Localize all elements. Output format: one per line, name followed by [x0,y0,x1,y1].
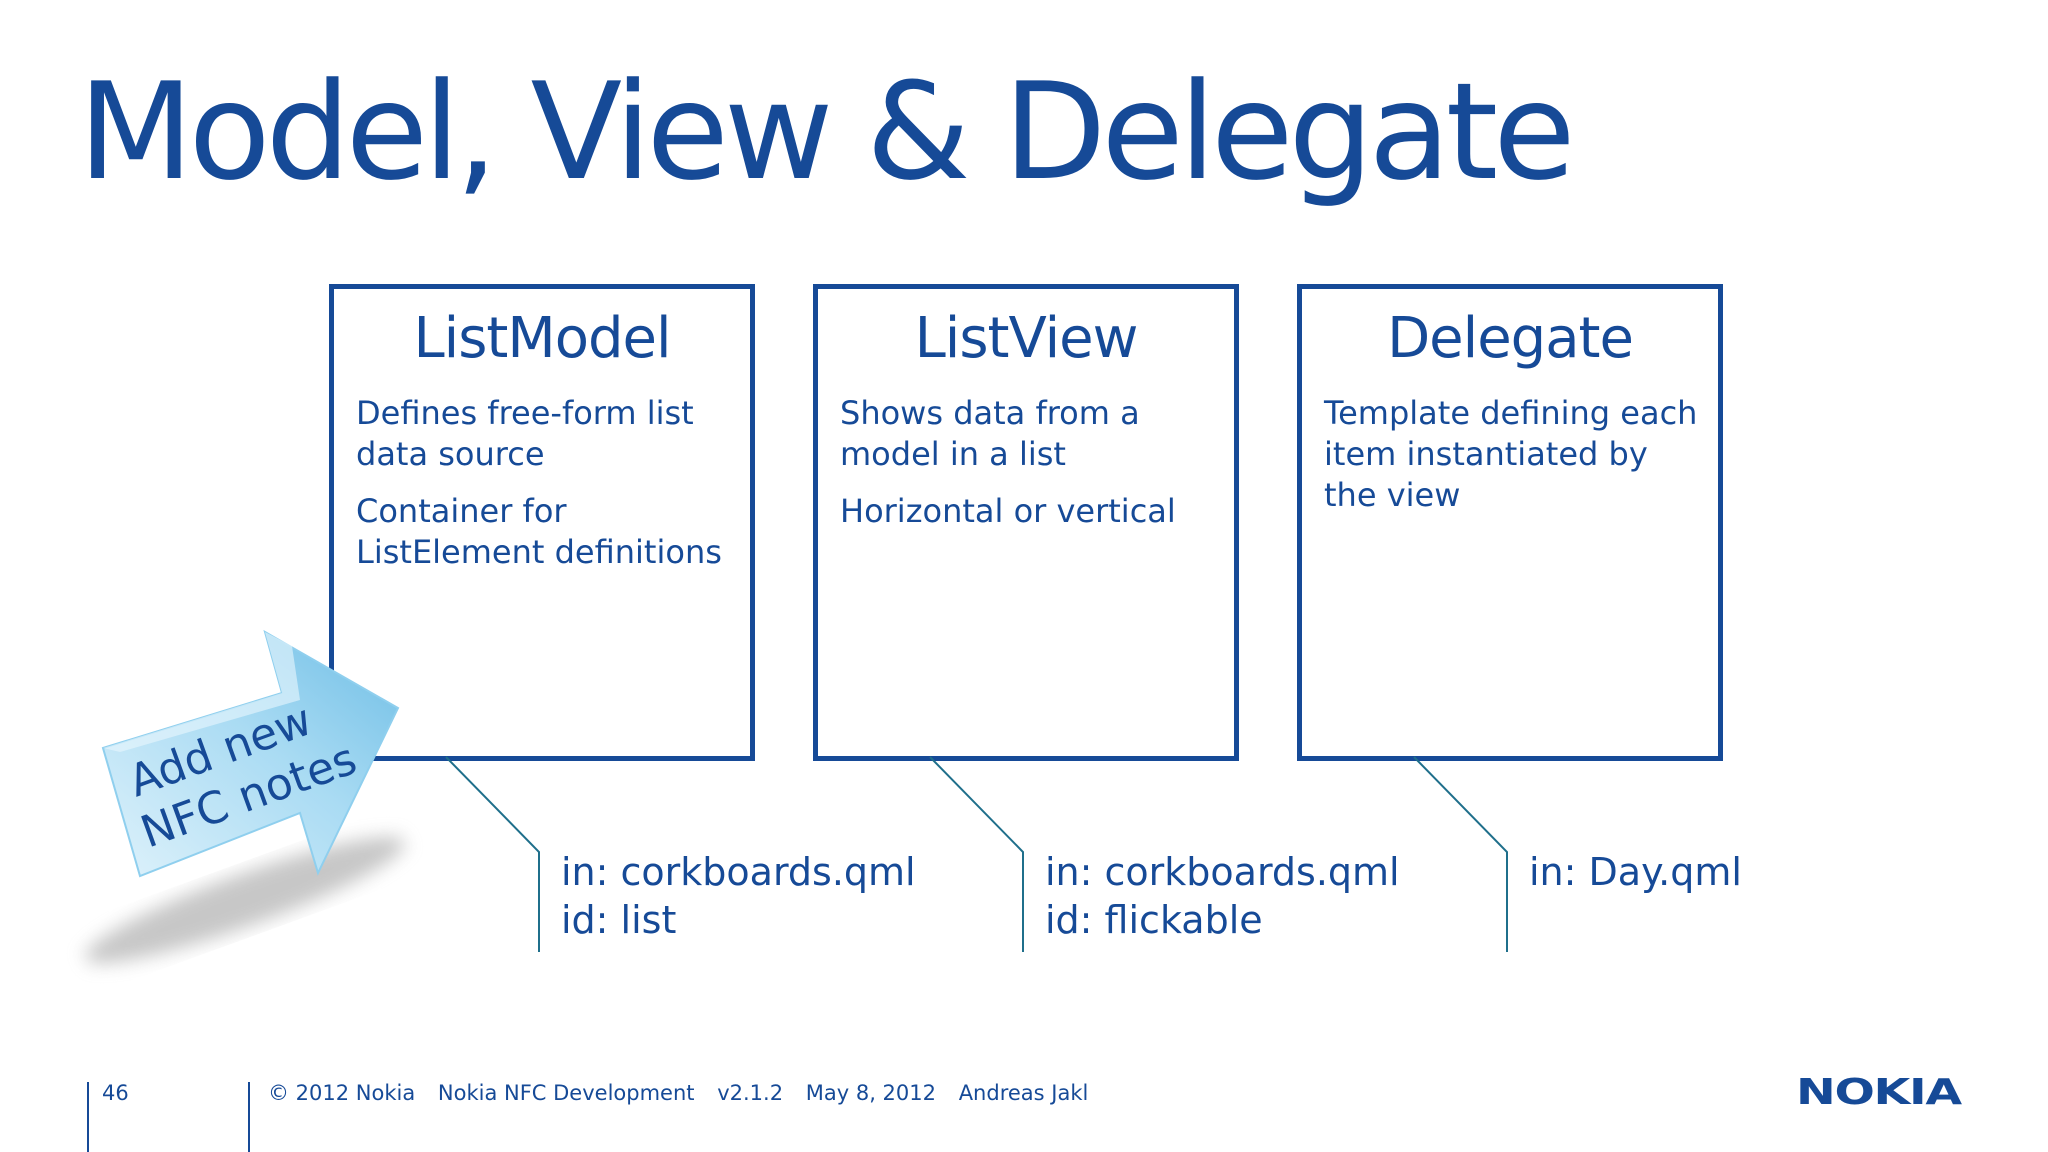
listview-point-1: Shows data from a model in a list [840,394,1140,473]
delegate-callout-file: in: Day.qml [1529,850,1742,894]
nokia-logo: NOKIA [1796,1072,1962,1113]
listmodel-callout-file: in: corkboards.qml [561,850,916,894]
footer-course: Nokia NFC Development [437,1081,695,1105]
footer-author: Andreas Jakl [958,1081,1089,1105]
footer-date: May 8, 2012 [805,1081,936,1105]
slide-title: Model, View & Delegate [78,54,1576,210]
listview-callout: in: corkboards.qml id: flickable [1045,848,1400,944]
listmodel-box: ListModel Defines free-form list data so… [329,284,755,761]
listview-callout-file: in: corkboards.qml [1045,850,1400,894]
listview-box: ListView Shows data from a model in a li… [813,284,1239,761]
footer-version: v2.1.2 [717,1081,784,1105]
listmodel-point-2: Container for ListElement definitions [356,492,722,571]
footer-copyright: © 2012 Nokia [268,1081,416,1105]
delegate-title: Delegate [1387,306,1634,371]
listmodel-callout: in: corkboards.qml id: list [561,848,916,944]
delegate-point-1: Template defining each item instantiated… [1324,394,1698,514]
delegate-box: Delegate Template defining each item ins… [1297,284,1723,761]
listview-callout-id: id: flickable [1045,898,1263,942]
footer-info: © 2012 Nokia Nokia NFC Development v2.1.… [268,1081,1104,1105]
listmodel-point-1: Defines free-form list data source [356,394,694,473]
page-number: 46 [102,1081,129,1105]
listmodel-callout-id: id: list [561,898,677,942]
delegate-callout: in: Day.qml [1529,848,1742,896]
listview-point-2: Horizontal or vertical [840,492,1176,530]
listmodel-body: Defines free-form list data source Conta… [356,393,736,589]
footer-divider-right [248,1082,250,1152]
listmodel-title: ListModel [413,306,671,371]
listview-body: Shows data from a model in a list Horizo… [840,393,1220,548]
delegate-body: Template defining each item instantiated… [1324,393,1704,532]
footer-divider-left [87,1082,89,1152]
listview-title: ListView [914,306,1139,371]
